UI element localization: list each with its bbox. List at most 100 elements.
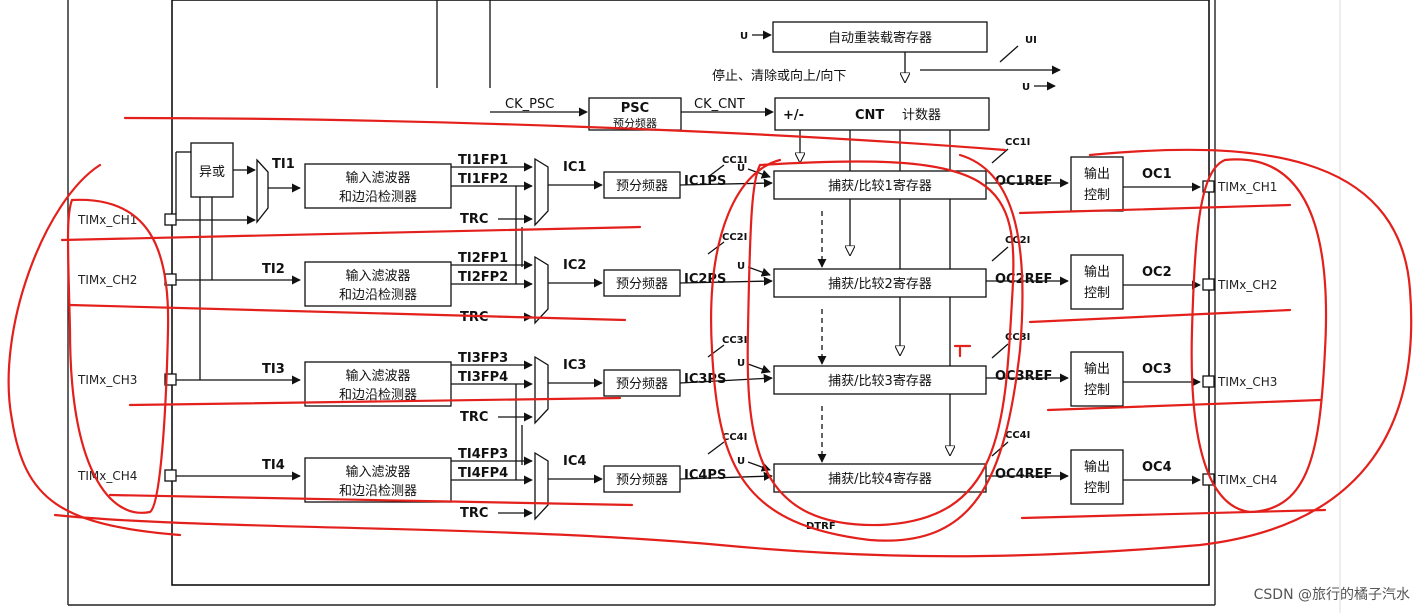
annotation-row-line-4 bbox=[108, 493, 634, 507]
ic-mux-2 bbox=[534, 255, 549, 325]
cnt-box bbox=[774, 97, 990, 131]
ti-label-2: TI2 bbox=[262, 262, 285, 277]
prescaler-4 bbox=[603, 465, 681, 493]
input-pin-label-2: TIMx_CH2 bbox=[77, 273, 137, 287]
output-pin-label-1: TIMx_CH1 bbox=[1217, 180, 1277, 194]
input-filter-2 bbox=[304, 261, 452, 307]
fp-b-label-2: TI2FP2 bbox=[458, 270, 508, 285]
ui-label: UI bbox=[1025, 35, 1037, 46]
ic-label-4: IC4 bbox=[563, 454, 586, 469]
output-pin-2 bbox=[1202, 278, 1215, 291]
ref-label-1: OC1REF bbox=[995, 174, 1052, 189]
filter-sub-label-4: 和边沿检测器 bbox=[339, 484, 417, 499]
cci-tick-1 bbox=[707, 164, 725, 178]
annotation-top-line bbox=[123, 116, 1007, 152]
ccr-in-label-3: CC3I bbox=[1005, 332, 1030, 343]
cc-register-1 bbox=[773, 170, 987, 200]
fp-a-label-3: TI3FP3 bbox=[458, 351, 508, 366]
output-control-label-3: 输出 bbox=[1084, 361, 1110, 377]
input-pin-1 bbox=[164, 213, 177, 226]
icps-to-register-1 bbox=[679, 178, 773, 188]
icps-to-register-4 bbox=[679, 471, 773, 481]
psc-box bbox=[588, 97, 682, 131]
u-arrow-3 bbox=[747, 363, 771, 374]
trc-label-2: TRC bbox=[460, 310, 488, 325]
trc-label-4: TRC bbox=[460, 506, 488, 521]
u-arrow-2 bbox=[747, 266, 771, 277]
input-pin-label-4: TIMx_CH4 bbox=[77, 469, 137, 483]
ref-label-4: OC4REF bbox=[995, 467, 1052, 482]
cci-tick-3 bbox=[707, 344, 725, 358]
ref-label-2: OC2REF bbox=[995, 272, 1052, 287]
input-pin-label-3: TIMx_CH3 bbox=[77, 373, 137, 387]
cci-label-4: CC4I bbox=[722, 432, 747, 443]
prescaler-label-4: 预分频器 bbox=[616, 473, 668, 488]
output-control-3 bbox=[1070, 351, 1124, 407]
ref-label-3: OC3REF bbox=[995, 369, 1052, 384]
annotation-out-line-3 bbox=[1046, 398, 1322, 412]
output-control-1 bbox=[1070, 156, 1124, 212]
oc-label-2: OC2 bbox=[1142, 265, 1172, 280]
ck-cnt-label: CK_CNT bbox=[694, 97, 745, 112]
cc-register-label-1: 捕获/比较1寄存器 bbox=[828, 178, 932, 194]
input-filter-3 bbox=[304, 361, 452, 407]
oc-label-4: OC4 bbox=[1142, 460, 1172, 475]
annotation-out-line-2 bbox=[1028, 308, 1292, 324]
cci-label-3: CC3I bbox=[722, 335, 747, 346]
filter-sub-label-1: 和边沿检测器 bbox=[339, 190, 417, 205]
ti-label-1: TI1 bbox=[272, 157, 295, 172]
prescaler-label-1: 预分频器 bbox=[616, 179, 668, 194]
fp-b-label-3: TI3FP4 bbox=[458, 370, 508, 385]
u-label-2: U bbox=[737, 261, 745, 272]
annotation-register-outer bbox=[710, 153, 1024, 542]
dtrf-label: DTRF bbox=[806, 521, 836, 532]
ic-label-2: IC2 bbox=[563, 258, 586, 273]
annotation-row-line-3 bbox=[128, 396, 622, 407]
ti-label-3: TI3 bbox=[262, 362, 285, 377]
output-control-sub-1: 控制 bbox=[1084, 188, 1110, 203]
icps-label-4: IC4PS bbox=[684, 468, 726, 483]
cci-tick-4 bbox=[707, 441, 725, 455]
ref-tick-3 bbox=[991, 343, 1009, 359]
cnt-pm: +/- bbox=[783, 108, 804, 123]
cc-register-3 bbox=[773, 365, 987, 395]
u-arrow-1 bbox=[747, 168, 771, 179]
filter-sub-label-3: 和边沿检测器 bbox=[339, 388, 417, 403]
ic-label-1: IC1 bbox=[563, 160, 586, 175]
cci-tick-2 bbox=[707, 241, 725, 255]
auto-reload-label: 自动重装载寄存器 bbox=[828, 30, 932, 46]
xor-label: 异或 bbox=[199, 165, 225, 180]
output-control-label-4: 输出 bbox=[1084, 459, 1110, 475]
filter-label-2: 输入滤波器 bbox=[345, 268, 410, 284]
annotation-out-line-4 bbox=[1020, 508, 1327, 520]
prescaler-label-3: 预分频器 bbox=[616, 377, 668, 392]
channel-rows: TIMx_CH1TI1输入滤波器和边沿检测器TI1FP1TI1FP2TRCIC1… bbox=[77, 137, 1277, 521]
input-pin-label-1: TIMx_CH1 bbox=[77, 213, 137, 227]
cnt-title: CNT bbox=[855, 108, 884, 123]
annotation-row-line-2 bbox=[68, 303, 627, 322]
ic-label-3: IC3 bbox=[563, 358, 586, 373]
cci-label-1: CC1I bbox=[722, 155, 747, 166]
annotation-out-line-1 bbox=[1018, 203, 1292, 215]
u-label-3: U bbox=[737, 358, 745, 369]
ti1-mux bbox=[256, 158, 269, 224]
ck-psc-label: CK_PSC bbox=[505, 97, 554, 112]
cci-label-2: CC2I bbox=[722, 232, 747, 243]
watermark: CSDN @旅行的橘子汽水 bbox=[1254, 587, 1410, 603]
oc-label-3: OC3 bbox=[1142, 362, 1172, 377]
u-label-4: U bbox=[737, 456, 745, 467]
fp-a-label-1: TI1FP1 bbox=[458, 153, 508, 168]
annotation-pin-loop bbox=[66, 198, 170, 514]
ref-tick-2 bbox=[991, 246, 1009, 262]
filter-label-3: 输入滤波器 bbox=[345, 368, 410, 384]
fp-a-label-4: TI4FP3 bbox=[458, 447, 508, 462]
icps-label-2: IC2PS bbox=[684, 272, 726, 287]
auto-reload-register bbox=[772, 21, 988, 53]
annotation-row-line-1 bbox=[60, 225, 642, 242]
annotation-out-pin-loop bbox=[1190, 158, 1328, 514]
cc-register-2 bbox=[773, 268, 987, 298]
input-pin-4 bbox=[164, 469, 177, 482]
output-control-label-1: 输出 bbox=[1084, 166, 1110, 182]
filter-sub-label-2: 和边沿检测器 bbox=[339, 288, 417, 303]
